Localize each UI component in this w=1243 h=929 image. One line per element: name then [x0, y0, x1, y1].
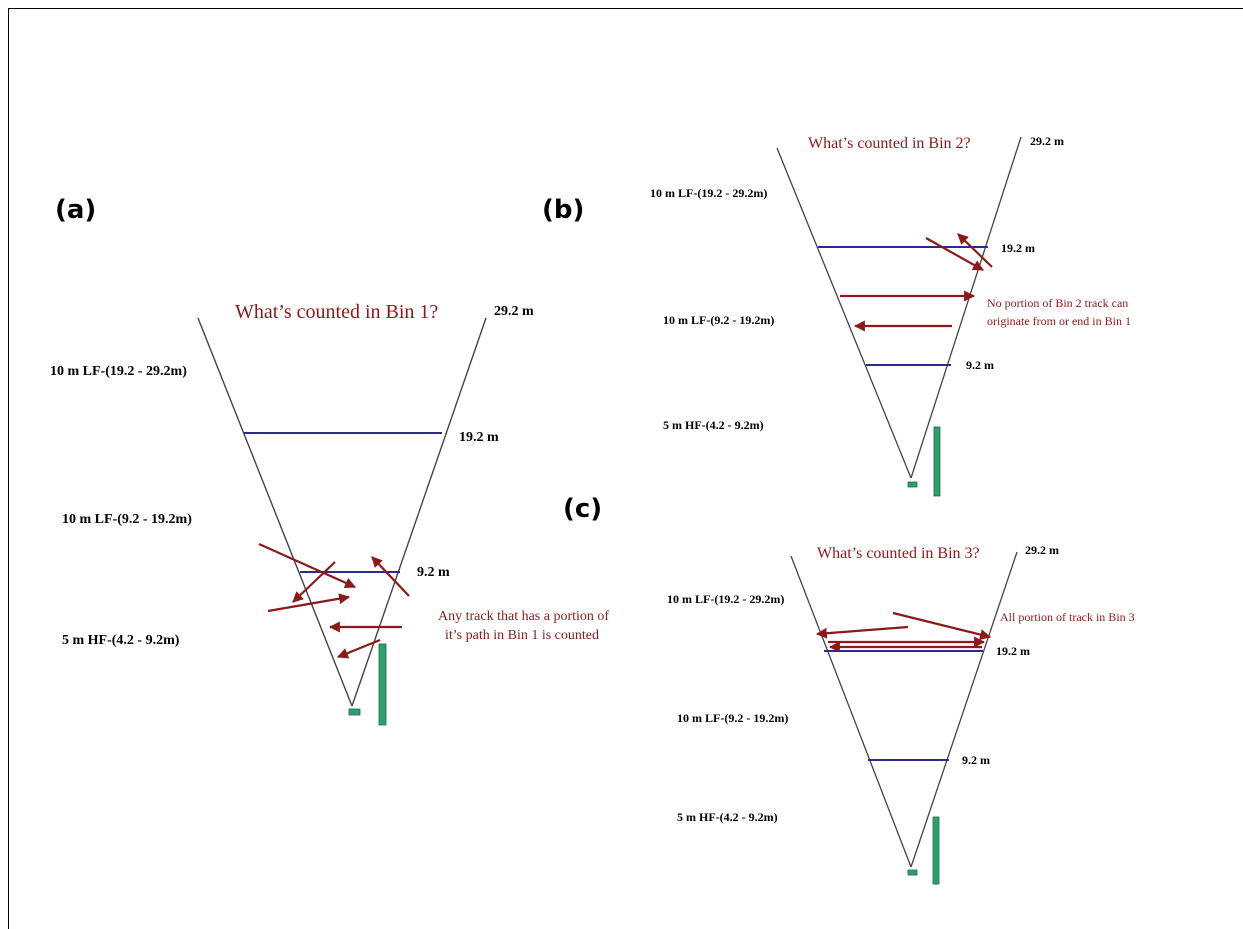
- panel-b-cone-right: [910, 136, 1022, 479]
- panel-b-top-depth: 29.2 m: [1030, 134, 1064, 148]
- panel-c: (c) What’s counted in Bin 3? 29.2 m 19.2…: [563, 494, 1135, 885]
- panel-b-zone-upper: 10 m LF-(19.2 - 29.2m): [650, 186, 767, 200]
- panel-c-letter: (c): [563, 494, 602, 524]
- panel-a-zone-upper: 10 m LF-(19.2 - 29.2m): [50, 364, 187, 379]
- panel-c-track-2: [892, 611, 992, 640]
- panel-a-top-depth: 29.2 m: [494, 304, 534, 319]
- panel-b-note-line1: No portion of Bin 2 track can: [987, 296, 1128, 310]
- panel-a: (a) What’s counted in Bin 1? 29.2 m 19.2…: [50, 195, 609, 726]
- panel-a-cone-left: [197, 317, 353, 707]
- panel-b-transducer-icon: [907, 481, 918, 488]
- panel-b-zone-lower: 5 m HF-(4.2 - 9.2m): [663, 418, 764, 432]
- frame-top-border: [8, 8, 1243, 9]
- panel-b-scale-bar: [933, 426, 941, 497]
- panel-c-cone-right: [910, 551, 1018, 868]
- panel-c-transducer-icon: [907, 869, 918, 876]
- panel-a-track-3: [267, 593, 351, 613]
- panel-a-note-line2: it’s path in Bin 1 is counted: [445, 628, 599, 643]
- panel-c-top-depth: 29.2 m: [1025, 543, 1059, 557]
- panel-b-title: What’s counted in Bin 2?: [808, 135, 971, 152]
- panel-a-title: What’s counted in Bin 1?: [235, 301, 438, 323]
- panel-a-scale-bar: [378, 643, 387, 726]
- frame-left-border: [8, 8, 9, 929]
- panel-b-track-1: [925, 237, 984, 271]
- panel-b-zone-middle: 10 m LF-(9.2 - 19.2m): [663, 313, 774, 327]
- panel-a-letter: (a): [55, 195, 96, 225]
- panel-a-track-4: [371, 556, 410, 597]
- panel-c-note: All portion of track in Bin 3: [1000, 610, 1135, 624]
- panel-b-track-2: [957, 233, 993, 268]
- panel-a-cone-right: [351, 317, 487, 707]
- panel-a-track-2: [292, 561, 336, 603]
- panel-b-mid-depth: 19.2 m: [1001, 241, 1035, 255]
- panel-c-zone-middle: 10 m LF-(9.2 - 19.2m): [677, 711, 788, 725]
- panel-a-low-depth: 9.2 m: [417, 565, 450, 580]
- panel-a-mid-depth: 19.2 m: [459, 430, 499, 445]
- panel-c-low-depth: 9.2 m: [962, 753, 990, 767]
- panel-c-scale-bar: [932, 816, 940, 885]
- panel-a-note-line1: Any track that has a portion of: [438, 609, 609, 624]
- panel-c-zone-upper: 10 m LF-(19.2 - 29.2m): [667, 592, 784, 606]
- panel-c-zone-lower: 5 m HF-(4.2 - 9.2m): [677, 810, 778, 824]
- panel-c-cone-left: [790, 555, 912, 868]
- panel-c-title: What’s counted in Bin 3?: [817, 545, 980, 562]
- panel-a-zone-middle: 10 m LF-(9.2 - 19.2m): [62, 512, 192, 527]
- panel-b-low-depth: 9.2 m: [966, 358, 994, 372]
- panel-a-track-6: [336, 638, 381, 659]
- panel-c-track-1: [815, 625, 909, 639]
- panel-b: (b) What’s counted in Bin 2? 29.2 m 19.2…: [542, 134, 1131, 497]
- panel-a-track-1: [258, 542, 357, 589]
- panel-a-zone-lower: 5 m HF-(4.2 - 9.2m): [62, 633, 180, 648]
- panel-b-cone-left: [776, 147, 912, 479]
- panel-b-letter: (b): [542, 195, 584, 225]
- panel-c-mid-depth: 19.2 m: [996, 644, 1030, 658]
- panel-b-note-line2: originate from or end in Bin 1: [987, 314, 1131, 328]
- panel-a-transducer-icon: [348, 708, 361, 716]
